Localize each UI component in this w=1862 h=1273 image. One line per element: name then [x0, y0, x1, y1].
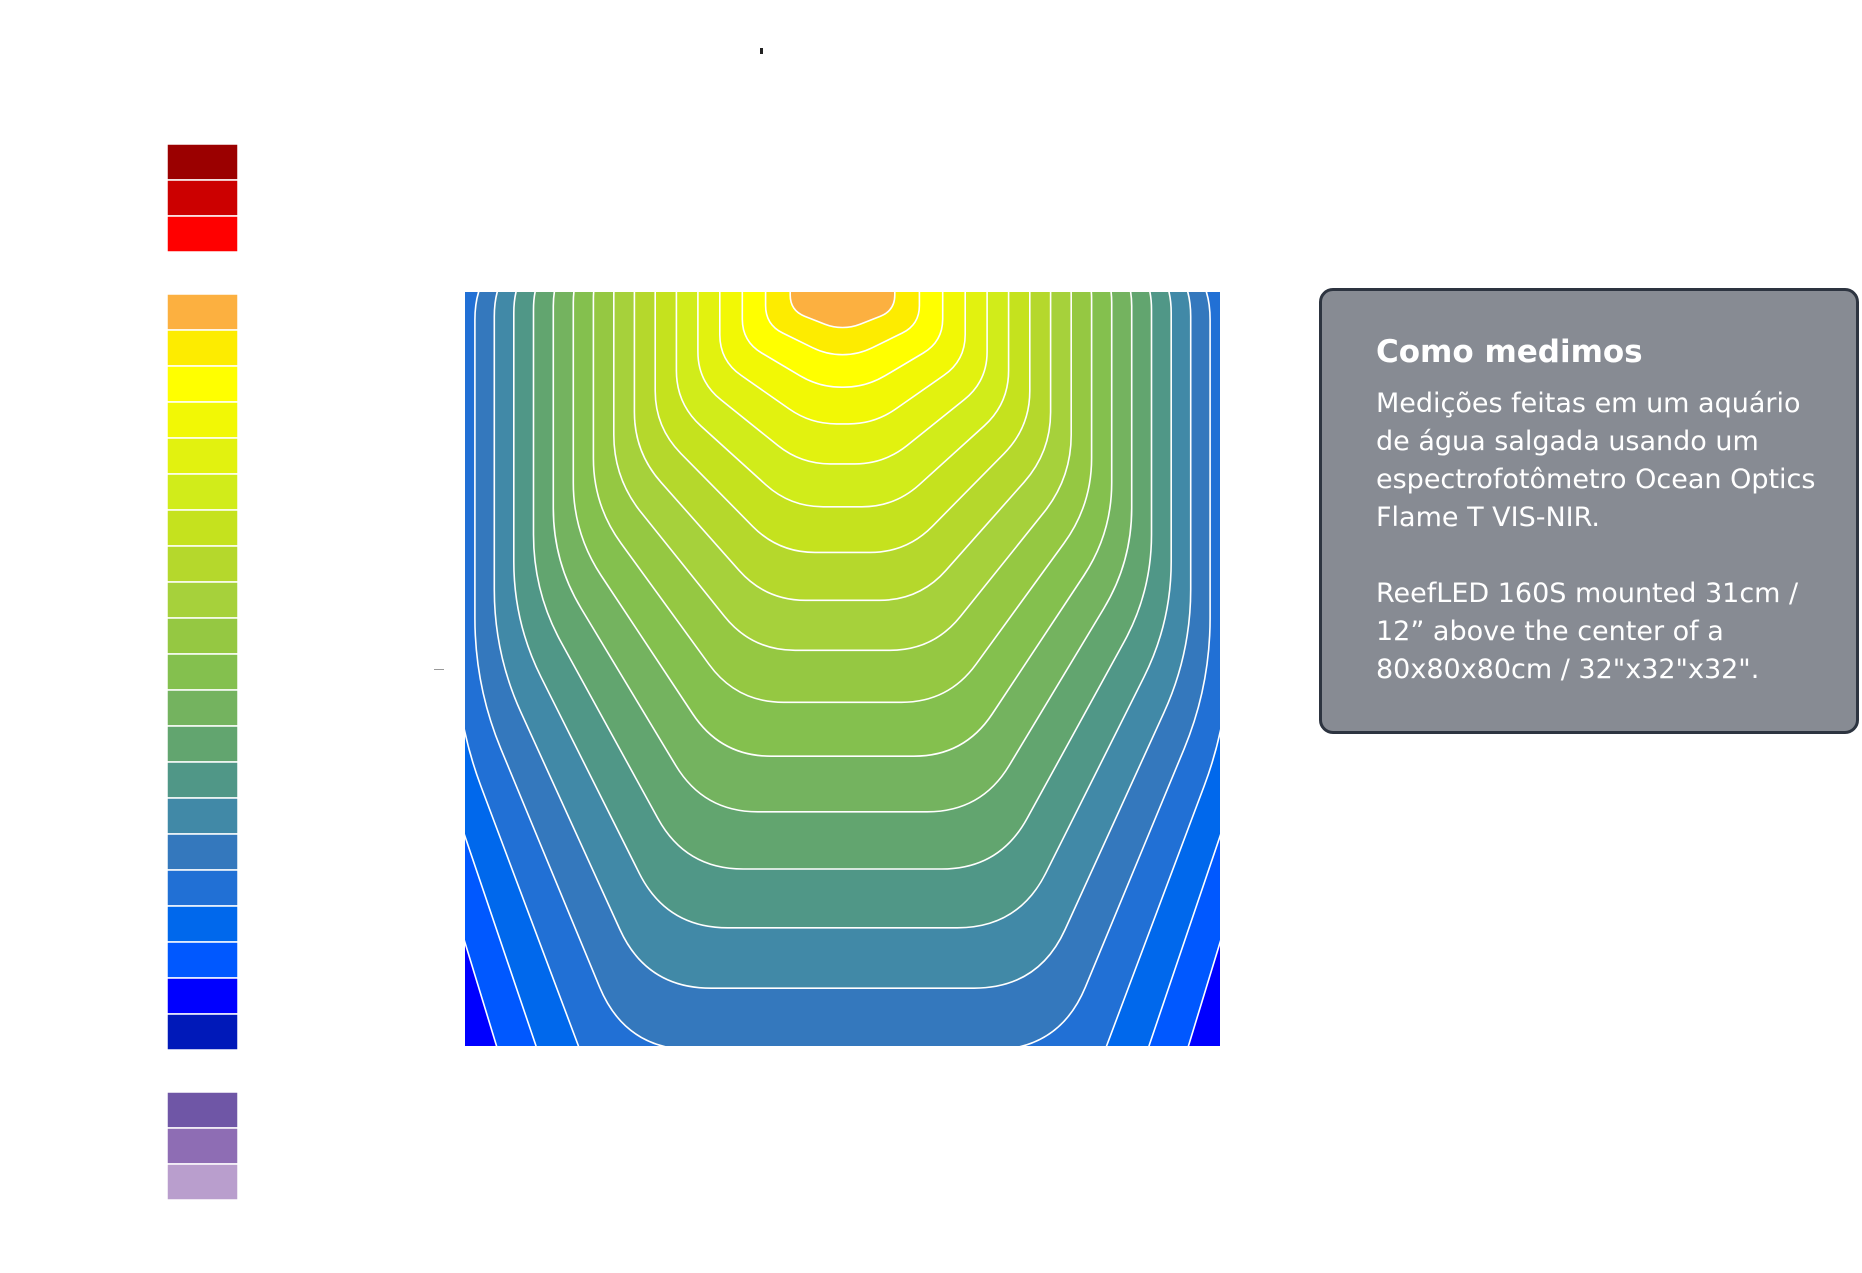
legend-swatch-1-14	[166, 797, 239, 835]
stray-dash-mark	[434, 669, 444, 670]
stray-tick-mark	[760, 48, 763, 54]
legend-swatch-1-17	[166, 905, 239, 943]
legend-swatch-1-7	[166, 545, 239, 583]
info-card-paragraph-1: Medições feitas em um aquário de água sa…	[1376, 388, 1816, 533]
legend-swatch-1-6	[166, 509, 239, 547]
legend-swatch-2-1	[166, 1127, 239, 1165]
color-scale-legend	[166, 143, 239, 1201]
legend-swatch-1-8	[166, 581, 239, 619]
legend-swatch-0-2	[166, 215, 239, 253]
legend-swatch-1-0	[166, 293, 239, 331]
info-card-title: Como medimos	[1376, 334, 1643, 370]
legend-swatch-1-2	[166, 365, 239, 403]
legend-swatch-2-2	[166, 1163, 239, 1201]
legend-swatch-1-12	[166, 725, 239, 763]
legend-swatch-1-18	[166, 941, 239, 979]
info-card: Como medimos Medições feitas em um aquár…	[1319, 288, 1859, 734]
legend-swatch-1-16	[166, 869, 239, 907]
legend-swatch-0-1	[166, 179, 239, 217]
legend-swatch-1-13	[166, 761, 239, 799]
legend-swatch-1-4	[166, 437, 239, 475]
contour-band-0	[789, 292, 896, 329]
info-card-paragraph-2: ReefLED 160S mounted 31cm / 12” above th…	[1376, 578, 1799, 685]
legend-swatch-1-20	[166, 1013, 239, 1051]
contour-layer	[465, 292, 1220, 1046]
legend-swatch-1-10	[166, 653, 239, 691]
legend-swatch-1-15	[166, 833, 239, 871]
legend-swatch-0-0	[166, 143, 239, 181]
legend-swatch-1-19	[166, 977, 239, 1015]
